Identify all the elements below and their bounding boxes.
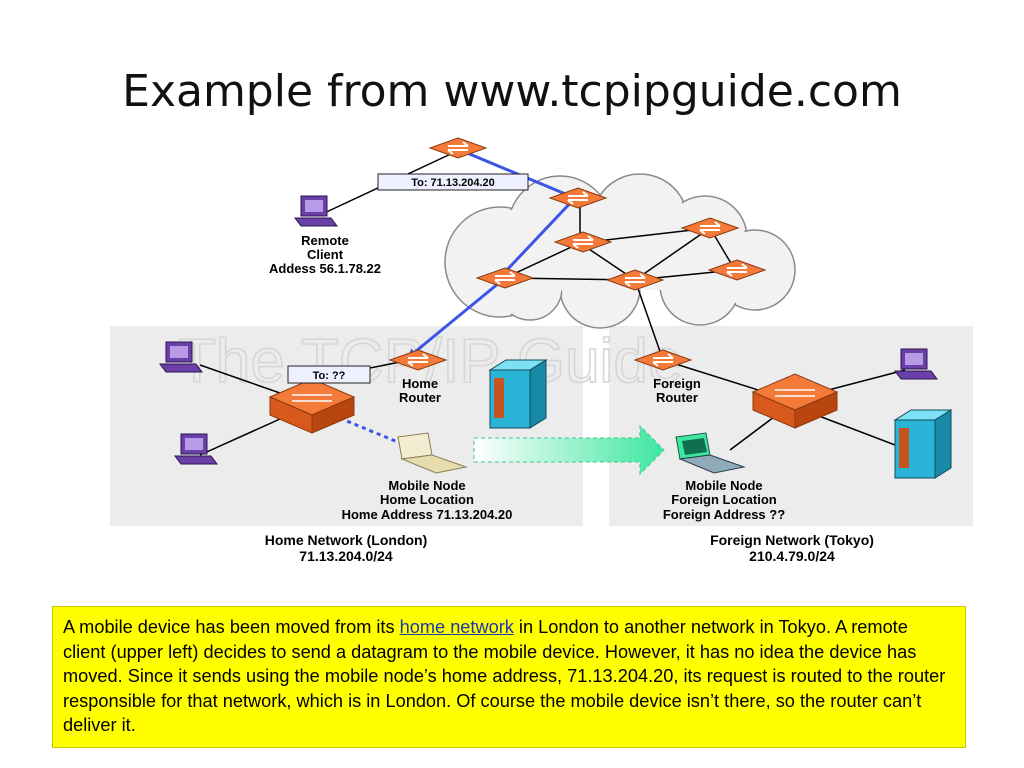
mobile-ip-diagram: The TCP/IP Guide xyxy=(110,137,973,564)
computer-icon xyxy=(894,348,938,380)
caption-text: A mobile device has been moved from its xyxy=(63,617,400,637)
router-icon xyxy=(605,269,665,291)
mobile-node-home-label: Home Location xyxy=(380,492,474,507)
foreign-router-label: Foreign xyxy=(653,376,701,391)
server-icon xyxy=(893,409,953,479)
router-icon xyxy=(707,259,767,281)
slide-title: Example from www.tcpipguide.com xyxy=(122,66,902,117)
home-network-link[interactable]: home network xyxy=(399,617,514,637)
computer-icon xyxy=(294,195,338,227)
mobile-node-foreign-label: Mobile Node xyxy=(685,478,762,493)
packet-tag xyxy=(377,173,529,191)
foreign-router-icon xyxy=(633,349,693,371)
caption-text: in London to another network in Tokyo. A… xyxy=(63,617,946,736)
home-router-icon xyxy=(388,349,448,371)
move-arrow xyxy=(473,424,665,476)
mobile-node-foreign-address: Foreign Address ?? xyxy=(663,507,785,522)
computer-icon xyxy=(159,341,203,373)
router-icon xyxy=(553,231,613,253)
server-icon xyxy=(488,359,548,429)
foreign-switch-icon xyxy=(751,373,839,429)
remote-client-label: Client xyxy=(307,247,344,262)
home-switch-icon xyxy=(268,378,356,434)
home-network-subnet: 71.13.204.0/24 xyxy=(299,548,393,564)
computer-icon xyxy=(174,433,218,465)
router-icon xyxy=(428,137,488,159)
caption-box: A mobile device has been moved from its … xyxy=(52,606,966,748)
mobile-node-foreign-icon xyxy=(675,432,746,474)
foreign-network-label: Foreign Network (Tokyo) xyxy=(710,532,874,548)
router-icon xyxy=(475,267,535,289)
remote-client-address: Addess 56.1.78.22 xyxy=(269,261,381,276)
foreign-network-subnet: 210.4.79.0/24 xyxy=(749,548,835,564)
packet-tag-unknown xyxy=(287,365,371,384)
mobile-node-foreign-label: Foreign Location xyxy=(671,492,777,507)
packet-tag-unknown-label: To: ?? xyxy=(313,370,346,382)
mobile-node-home-address: Home Address 71.13.204.20 xyxy=(342,507,513,522)
remote-client-label: Remote xyxy=(301,233,349,248)
home-network-label: Home Network (London) xyxy=(265,532,428,548)
router-icon xyxy=(680,217,740,239)
foreign-router-label: Router xyxy=(656,390,698,405)
mobile-node-home-label: Mobile Node xyxy=(388,478,465,493)
home-router-label: Router xyxy=(399,390,441,405)
mobile-node-home-icon xyxy=(397,432,468,474)
router-icon xyxy=(548,187,608,209)
packet-tag-label: To: 71.13.204.20 xyxy=(411,177,495,189)
home-router-label: Home xyxy=(402,376,438,391)
